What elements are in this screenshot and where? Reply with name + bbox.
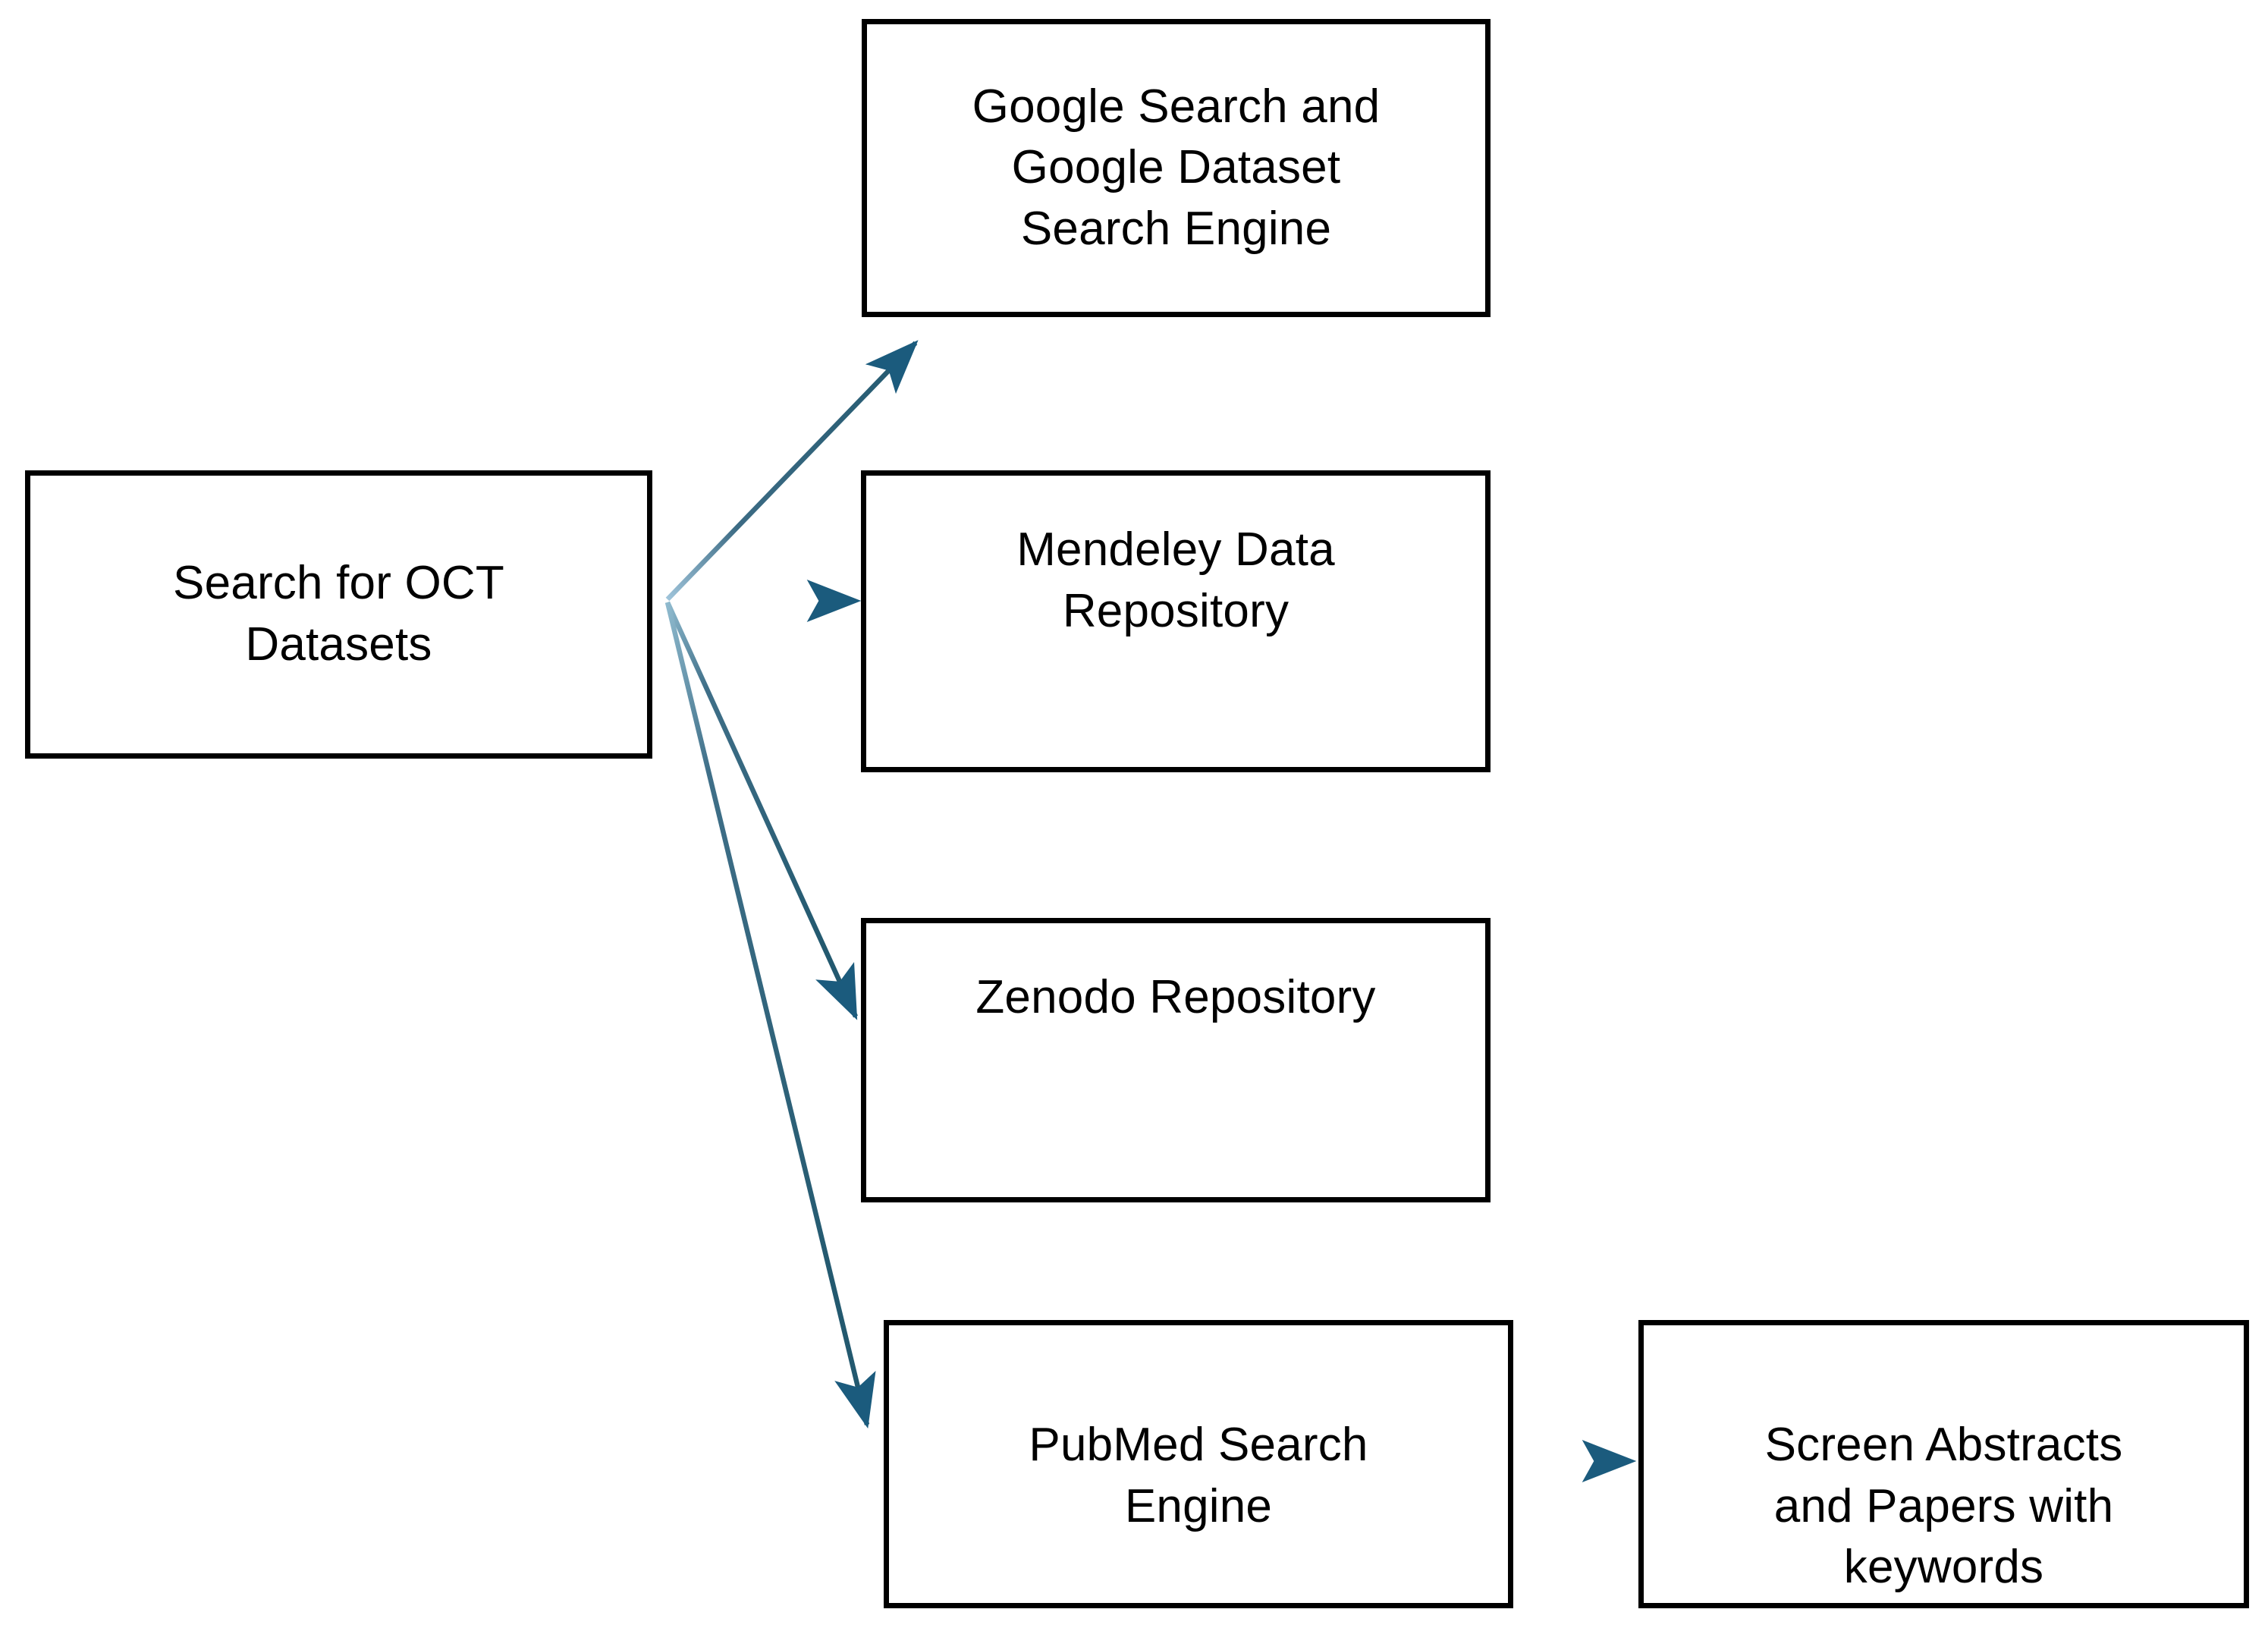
node-google-search-and-google-dataset-search-engine[interactable]: Google Search and Google Dataset Search … (862, 19, 1491, 317)
node-screen-abstracts-and-papers-with-keywords[interactable]: Screen Abstracts and Papers with keyword… (1638, 1320, 2249, 1608)
node-pubmed-search-engine[interactable]: PubMed Search Engine (884, 1320, 1513, 1608)
node-label: Google Search and Google Dataset Search … (972, 80, 1381, 255)
node-search-for-oct-datasets[interactable]: Search for OCT Datasets (25, 470, 652, 759)
node-zenodo-repository[interactable]: Zenodo Repository (861, 918, 1491, 1202)
edge-source-to-pubmed (664, 602, 876, 1429)
node-label: Mendeley Data Repository (1016, 523, 1335, 637)
edge-source-to-zenodo (665, 601, 858, 1020)
node-label: PubMed Search Engine (1029, 1419, 1368, 1532)
node-label: Search for OCT Datasets (173, 557, 504, 671)
node-label: Zenodo Repository (975, 971, 1376, 1023)
node-label: Screen Abstracts and Papers with keyword… (1764, 1419, 2123, 1594)
node-mendeley-data-repository[interactable]: Mendeley Data Repository (861, 470, 1491, 772)
